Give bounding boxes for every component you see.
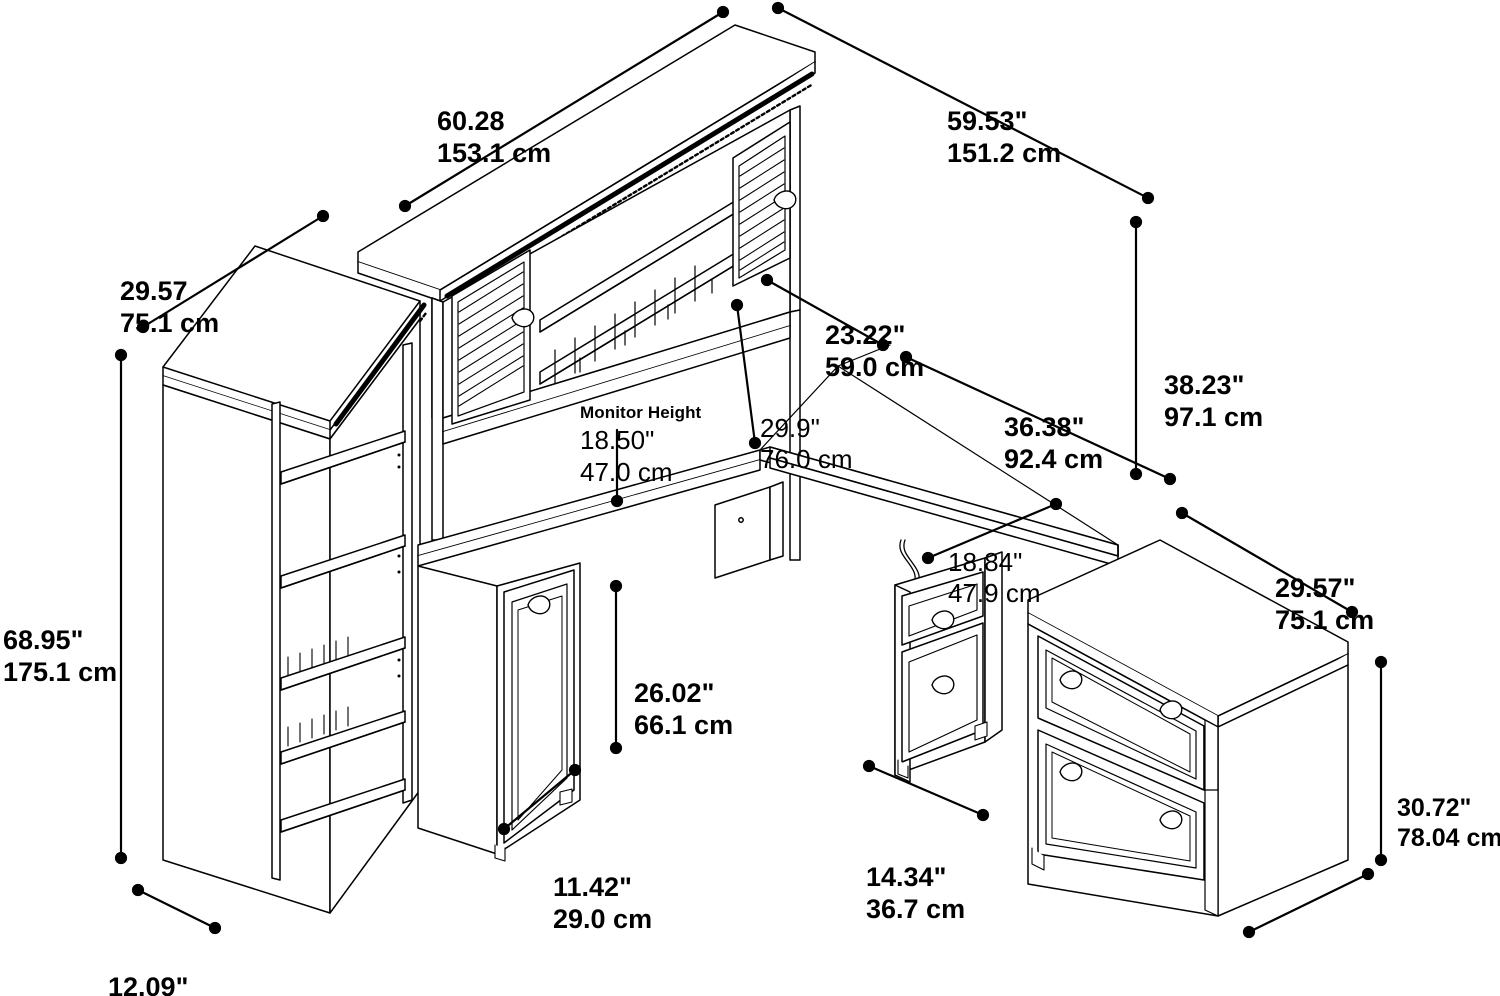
monitor-height-inches: 18.50" bbox=[580, 425, 655, 456]
hutch-door-left bbox=[451, 249, 535, 425]
dimension-file-cabinet-depth: 29.57"75.1 cm bbox=[1275, 572, 1375, 635]
dimension-desk-work-height: 26.02"66.1 cm bbox=[634, 677, 734, 740]
monitor-height-metric: 47.0 cm bbox=[580, 456, 673, 487]
dimension-file-cabinet-height: 30.72"78.04 cm bbox=[1397, 794, 1500, 852]
dimension-pedestal-width: 14.34"36.7 cm bbox=[866, 861, 966, 924]
dimension-hutch-shelf-height: 23.22"59.0 cm bbox=[825, 319, 925, 382]
dimension-desk-height-overall: 38.23"97.1 cm bbox=[1164, 369, 1264, 432]
bookcase-unit bbox=[162, 245, 428, 914]
desk-unit bbox=[417, 344, 1119, 862]
dimension-desk-return-depth: 59.53"151.2 cm bbox=[947, 105, 1062, 168]
dimension-file-cabinet-width: 20.79"52.8 cm bbox=[1282, 938, 1381, 996]
desk-pedestal bbox=[894, 539, 1003, 783]
dimension-bookcase-depth-base: 12.09"30.72cm bbox=[108, 971, 189, 996]
monitor-height-title: Monitor Height bbox=[580, 403, 702, 422]
dimension-return-depth: 18.84"47.9 cm bbox=[948, 547, 1041, 609]
dimension-lines bbox=[114, 1, 1388, 939]
desk-door-cabinet bbox=[417, 562, 581, 862]
dimension-door-cabinet-width: 11.42"29.0 cm bbox=[553, 871, 653, 934]
monitor-height-callout: Monitor Height 18.50" 47.0 cm bbox=[580, 403, 701, 488]
hutch-unit bbox=[357, 24, 816, 561]
dimension-desk-clearance-width: 36.38"92.4 cm bbox=[1004, 411, 1104, 474]
lateral-file-cabinet bbox=[1027, 539, 1349, 917]
bookcase-shelves bbox=[280, 430, 406, 833]
dimension-desk-knee-width: 29.9"76.0 cm bbox=[760, 413, 853, 475]
dimension-bookcase-height: 68.95"175.1 cm bbox=[3, 624, 118, 687]
hutch-door-right bbox=[732, 121, 797, 287]
